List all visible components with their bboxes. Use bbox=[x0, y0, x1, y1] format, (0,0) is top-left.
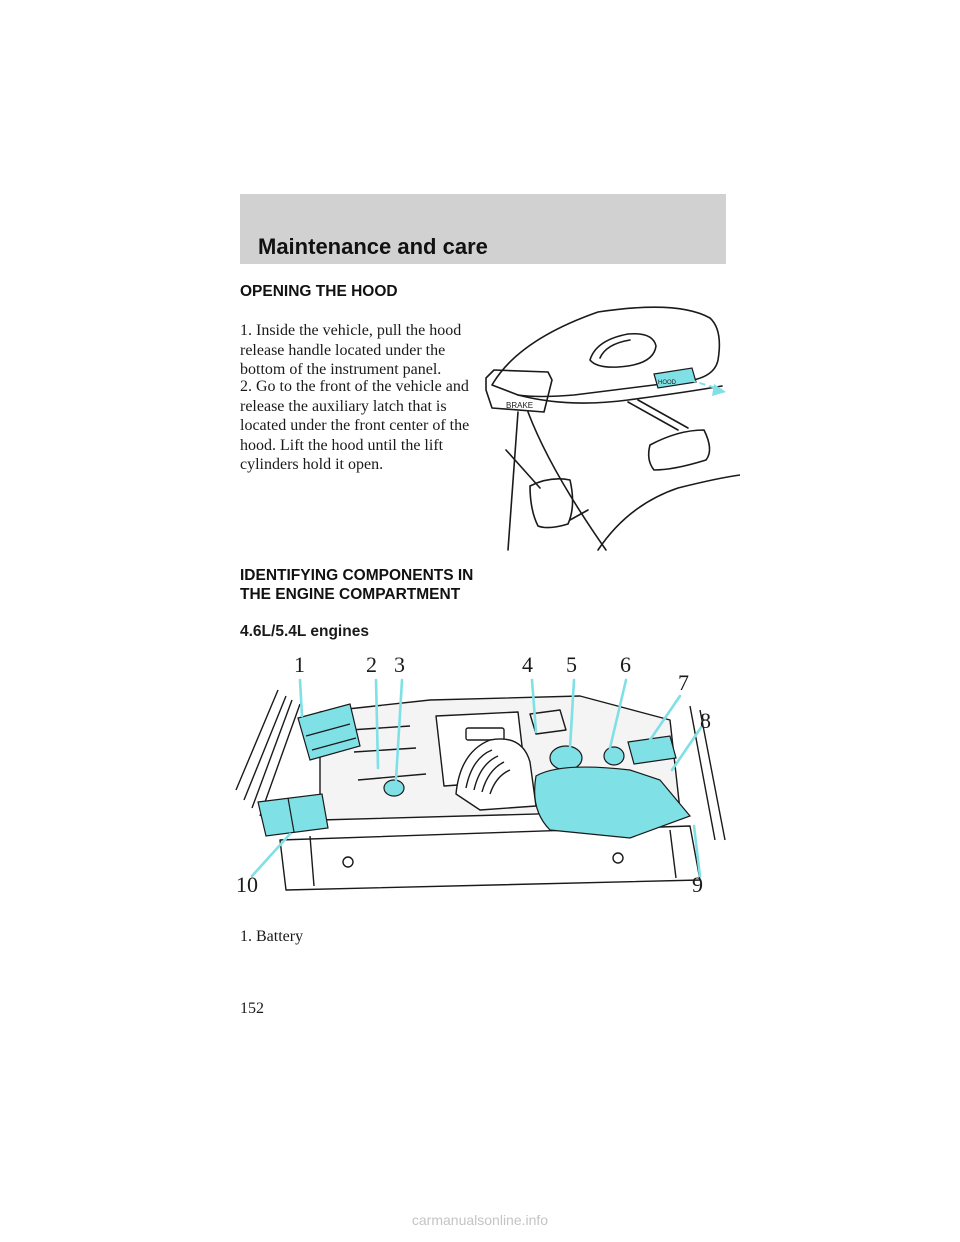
callout-5: 5 bbox=[566, 652, 577, 677]
brake-label: BRAKE bbox=[506, 401, 533, 410]
callout-9: 9 bbox=[692, 872, 703, 897]
callout-1: 1 bbox=[294, 652, 305, 677]
callout-8: 8 bbox=[700, 708, 711, 733]
callout-2: 2 bbox=[366, 652, 377, 677]
callout-4: 4 bbox=[522, 652, 533, 677]
callout-10: 10 bbox=[236, 872, 258, 897]
step-2-text: 2. Go to the front of the vehicle and re… bbox=[240, 378, 470, 473]
page-title: Maintenance and care bbox=[258, 234, 488, 259]
callout-3: 3 bbox=[394, 652, 405, 677]
page-number: 152 bbox=[240, 1000, 264, 1017]
section-title-engine-line1: IDENTIFYING COMPONENTS IN bbox=[240, 567, 474, 584]
hood-label: HOOD bbox=[658, 380, 677, 386]
step-1-text: 1. Inside the vehicle, pull the hood rel… bbox=[240, 322, 462, 378]
callout-6: 6 bbox=[620, 652, 631, 677]
section-title-engine-line2: THE ENGINE COMPARTMENT bbox=[240, 586, 461, 603]
engine-compartment-illustration: 1 2 3 4 5 6 7 8 9 10 bbox=[235, 652, 726, 897]
hood-release-illustration: HOOD BRAKE bbox=[485, 306, 740, 551]
header-band: Maintenance and care bbox=[240, 194, 726, 264]
section-title-opening-hood: OPENING THE HOOD bbox=[240, 283, 398, 300]
list-item: 1. Battery bbox=[240, 928, 304, 945]
callout-7: 7 bbox=[678, 670, 689, 695]
engine-subtitle: 4.6L/5.4L engines bbox=[240, 623, 369, 640]
watermark: carmanualsonline.info bbox=[411, 1212, 549, 1228]
